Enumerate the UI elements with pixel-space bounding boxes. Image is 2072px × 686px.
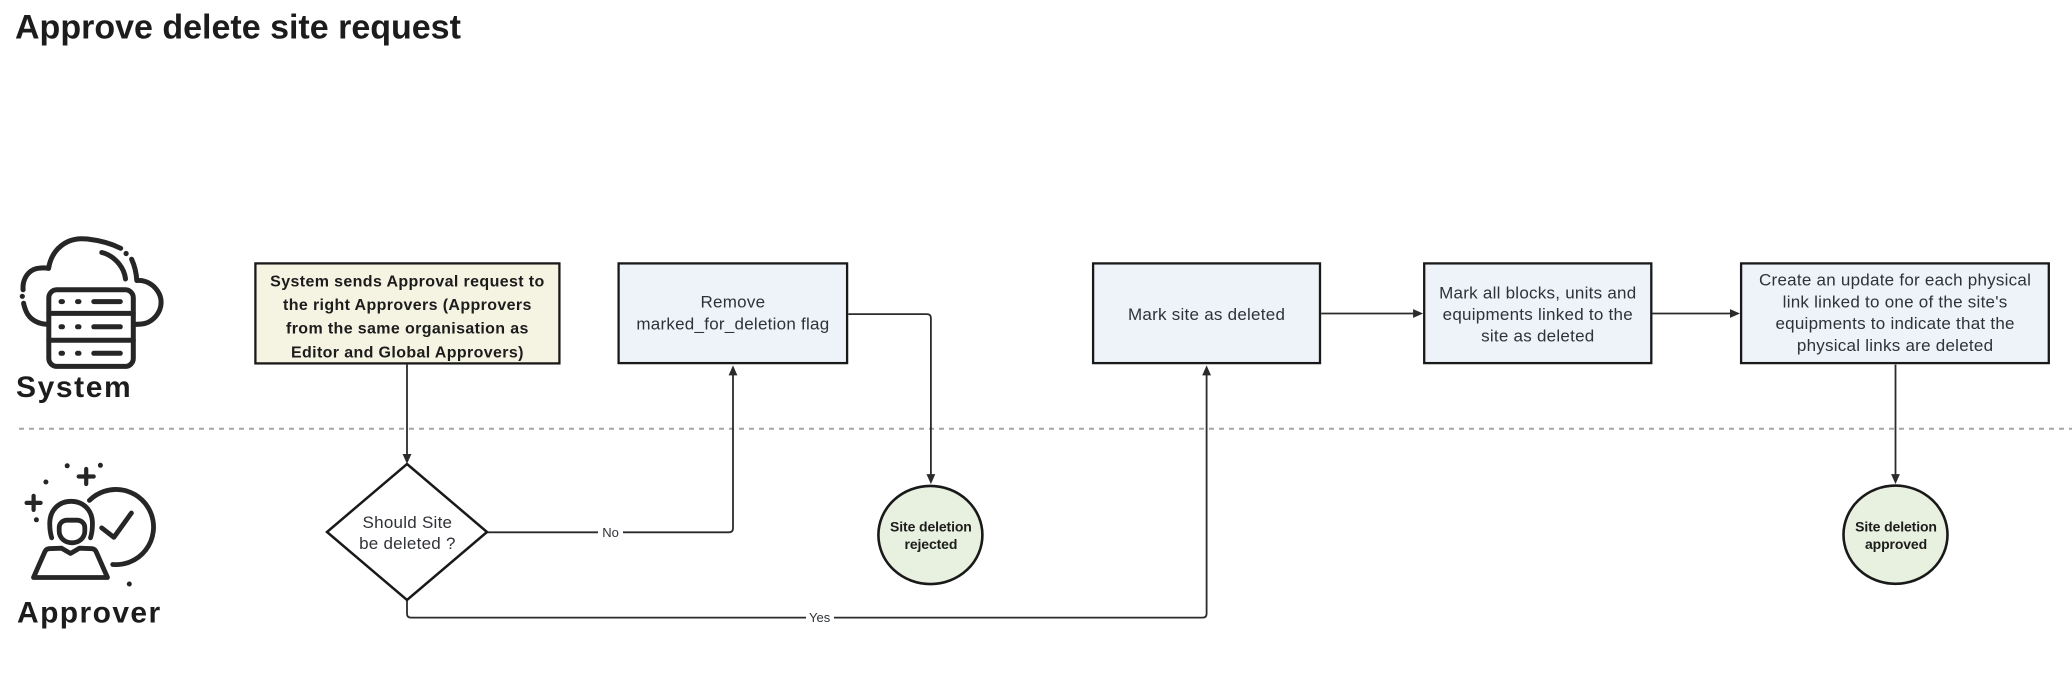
- svg-text:Remove: Remove: [700, 293, 765, 312]
- svg-text:Approve delete site request: Approve delete site request: [15, 9, 461, 47]
- svg-text:be deleted ?: be deleted ?: [359, 534, 456, 553]
- svg-text:Site deletion: Site deletion: [890, 519, 972, 535]
- svg-text:No: No: [602, 525, 619, 540]
- svg-text:equipments linked to the: equipments linked to the: [1443, 305, 1633, 324]
- svg-text:Editor and Global Approvers): Editor and Global Approvers): [291, 344, 524, 361]
- svg-text:System sends Approval request: System sends Approval request to: [270, 274, 544, 291]
- svg-text:physical links are deleted: physical links are deleted: [1797, 336, 1993, 355]
- svg-text:Create an update for each phys: Create an update for each physical: [1759, 271, 2031, 290]
- svg-text:from the same organisation as: from the same organisation as: [286, 321, 529, 338]
- svg-text:marked_for_deletion flag: marked_for_deletion flag: [636, 314, 829, 333]
- svg-text:the right Approvers (Approvers: the right Approvers (Approvers: [283, 297, 532, 314]
- svg-text:rejected: rejected: [905, 536, 958, 552]
- svg-text:equipments to indicate that th: equipments to indicate that the: [1775, 314, 2014, 333]
- svg-text:link linked to one of the site: link linked to one of the site's: [1783, 293, 2008, 312]
- svg-text:Site deletion: Site deletion: [1855, 519, 1937, 535]
- svg-text:approved: approved: [1865, 536, 1927, 552]
- svg-text:Approver: Approver: [17, 596, 162, 629]
- svg-text:System: System: [16, 371, 132, 404]
- svg-text:Mark site as deleted: Mark site as deleted: [1128, 305, 1285, 324]
- svg-text:Mark all blocks, units and: Mark all blocks, units and: [1439, 283, 1636, 302]
- svg-text:site as deleted: site as deleted: [1481, 326, 1594, 345]
- svg-text:Should Site: Should Site: [363, 513, 453, 532]
- svg-text:Yes: Yes: [809, 610, 831, 625]
